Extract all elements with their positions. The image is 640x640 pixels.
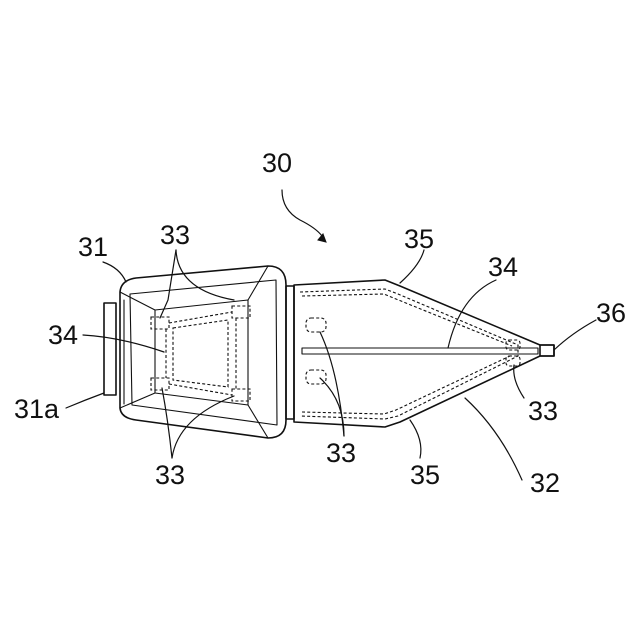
label-33-mid: 33: [326, 438, 356, 468]
front-housing-31: [104, 266, 286, 438]
label-31a: 31a: [14, 394, 60, 424]
label-33-top: 33: [160, 220, 190, 250]
label-35-lower: 35: [410, 460, 440, 490]
label-30: 30: [262, 148, 292, 178]
label-31: 31: [78, 232, 108, 262]
dashed-frame-front: [151, 306, 250, 401]
label-35-upper: 35: [404, 224, 434, 254]
stiffener-34: [302, 348, 538, 354]
reference-numerals: 30 31 33 34 31a 33 33 35 34 36 33 35 32: [14, 148, 626, 498]
end-cap-31a: [104, 303, 116, 395]
label-34-rear: 34: [488, 252, 518, 282]
label-34-front: 34: [48, 320, 78, 350]
label-32: 32: [530, 468, 560, 498]
label-33-bottom: 33: [155, 460, 185, 490]
tip-36: [540, 345, 554, 356]
rear-housing-32: [294, 280, 554, 427]
label-36: 36: [596, 298, 626, 328]
label-33-tip: 33: [528, 396, 558, 426]
joint: [286, 286, 294, 419]
